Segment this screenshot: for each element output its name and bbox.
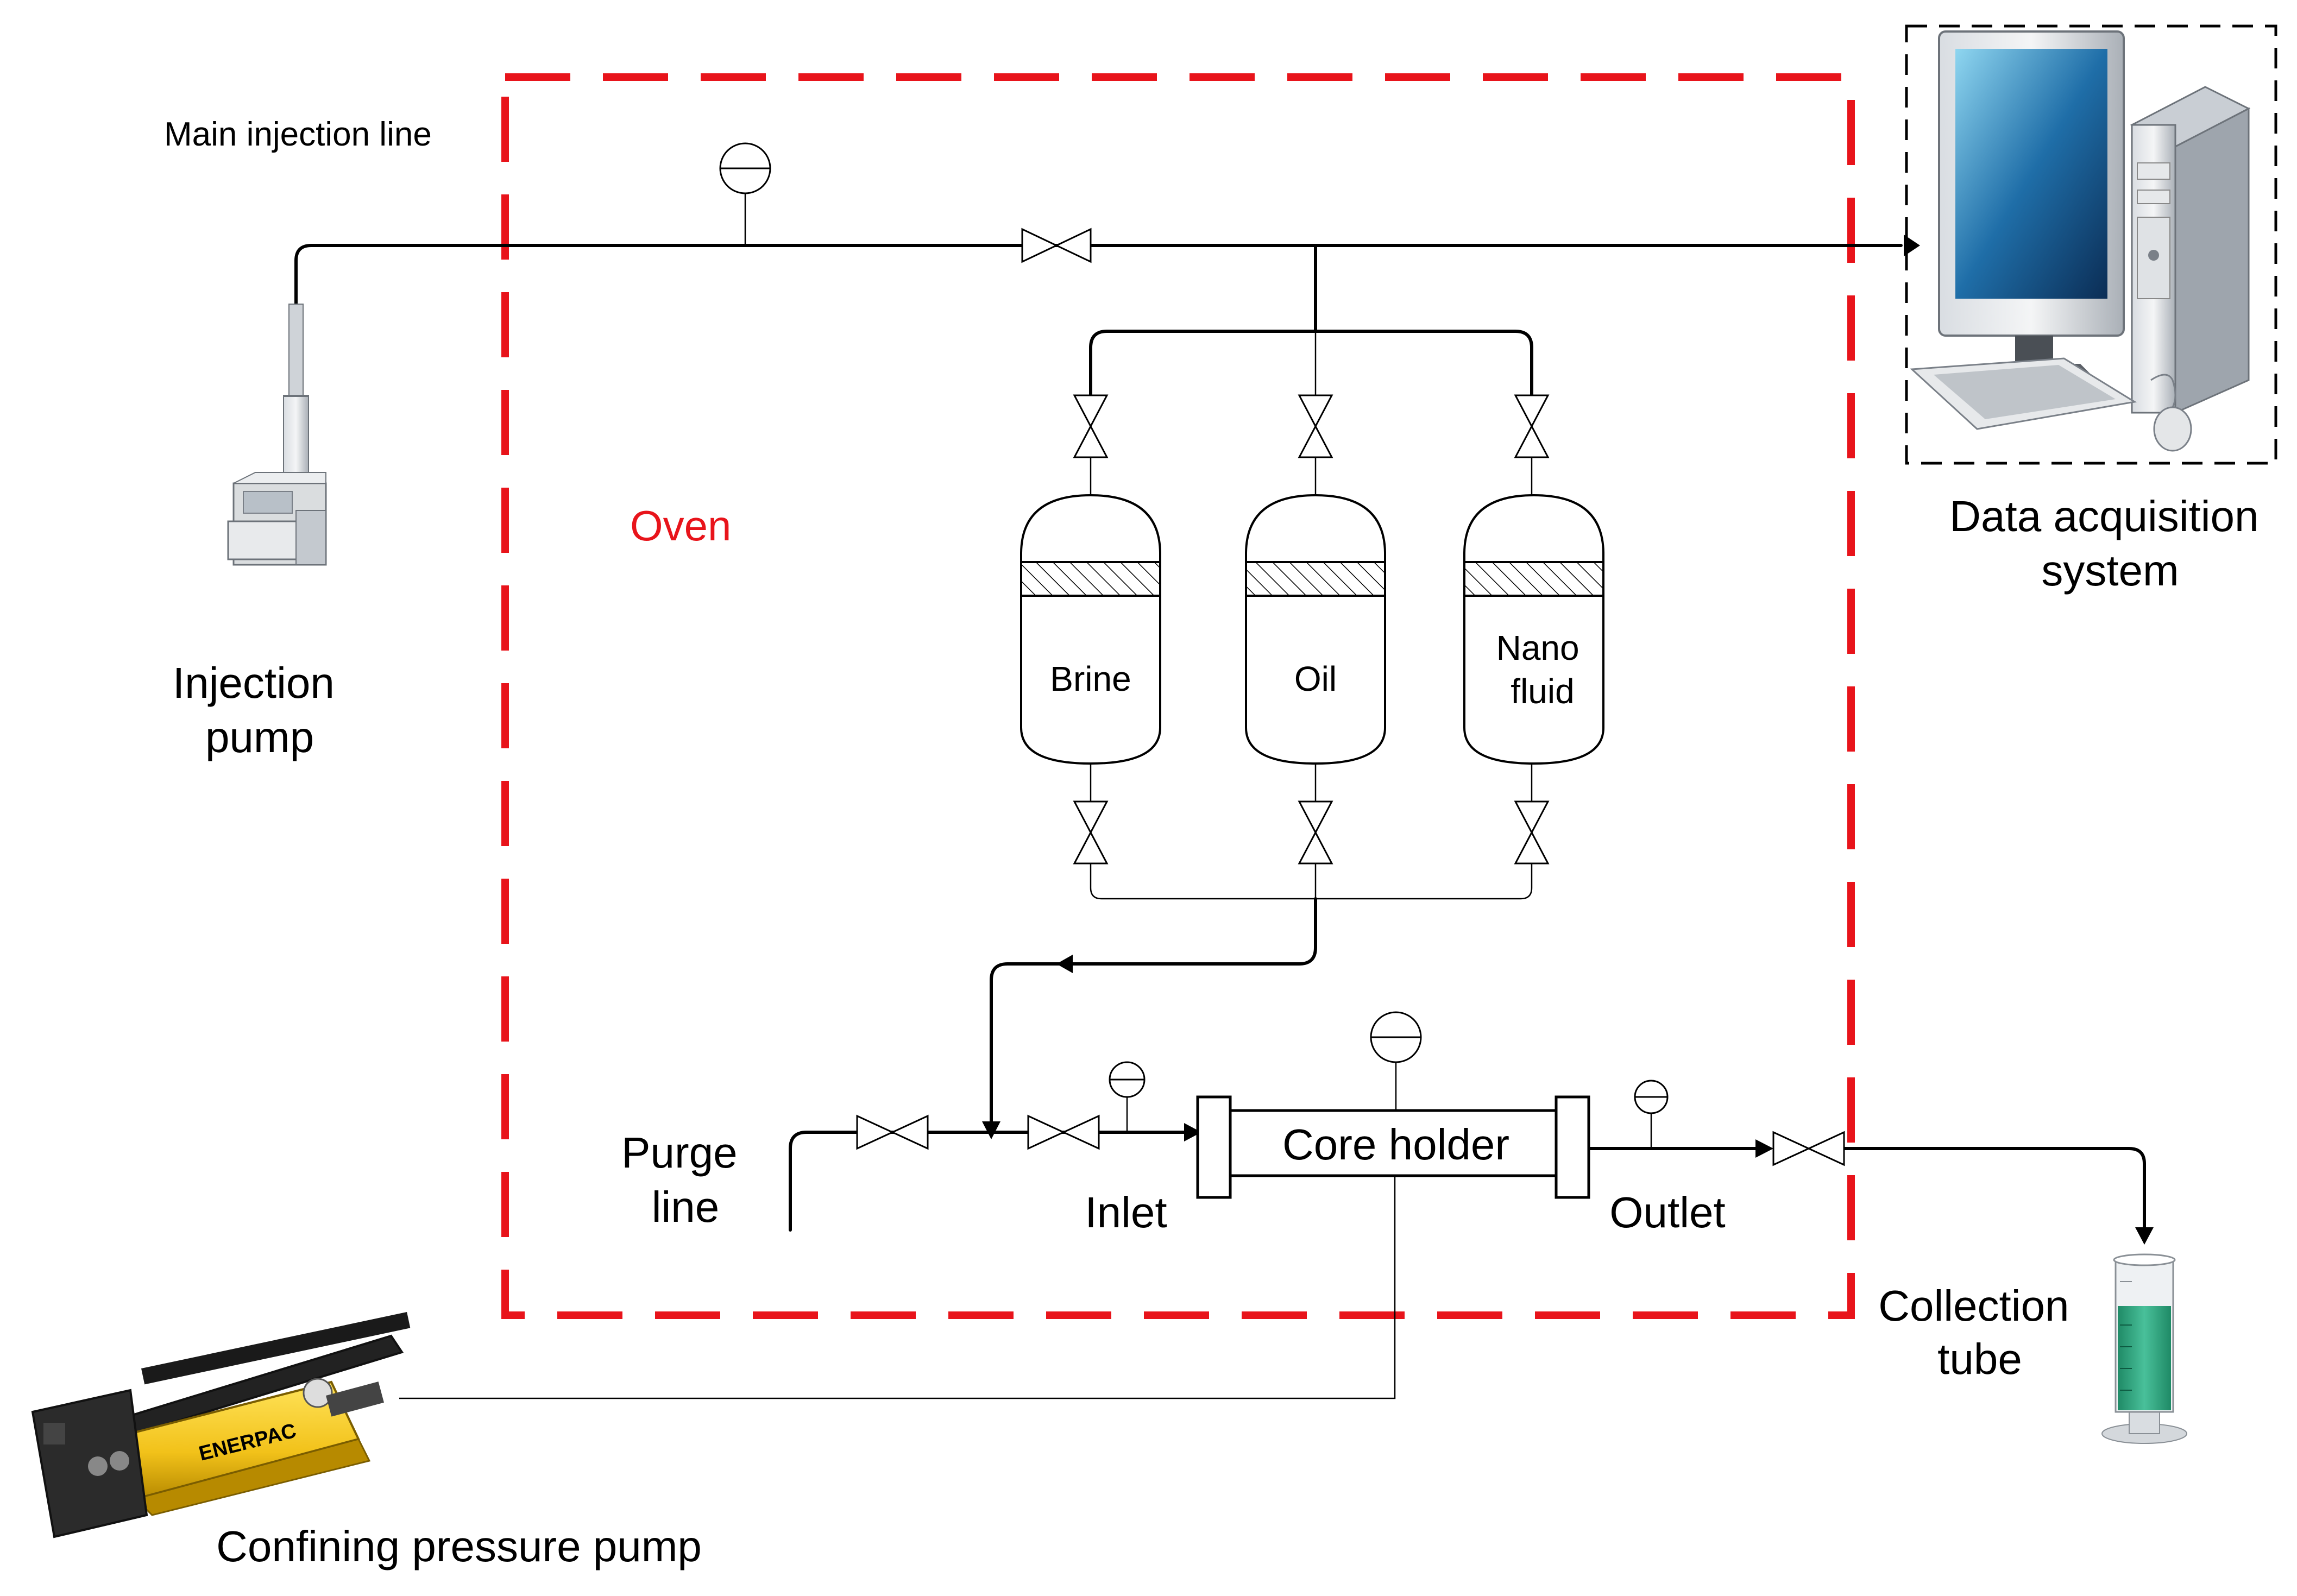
injection-pump-label: Injection pump: [173, 659, 347, 761]
pressure-gauge-icon: [719, 142, 771, 245]
valve-icon[interactable]: [1021, 228, 1092, 263]
data-acquisition-boundary: [1905, 24, 2277, 465]
purge-line-label: Purge line: [621, 1128, 750, 1231]
confining-pressure-pump-label: Confining pressure pump: [216, 1522, 702, 1570]
oven-boundary: [501, 73, 1855, 1319]
confining-pressure-line: [399, 1176, 1396, 1399]
valve-icon[interactable]: [1298, 800, 1333, 865]
oven-label: Oven: [630, 502, 731, 550]
data-acquisition-label: Data acquisition system: [1949, 492, 2270, 595]
brine-vessel: [1020, 494, 1161, 765]
nanofluid-label: Nano fluid: [1496, 628, 1589, 711]
valve-icon[interactable]: [1298, 394, 1333, 458]
collection-tube-label: Collection tube: [1878, 1282, 2081, 1383]
pressure-gauge-icon: [1634, 1080, 1669, 1149]
graduated-cylinder-icon: [2101, 1253, 2187, 1444]
inlet-label: Inlet: [1085, 1188, 1167, 1237]
pressure-gauge-icon: [1109, 1061, 1146, 1132]
main-injection-line-label: Main injection line: [164, 116, 432, 153]
feed-to-inlet: [990, 897, 1317, 1123]
main-injection-pipe: [294, 235, 1920, 306]
valve-icon[interactable]: [1027, 1114, 1100, 1150]
valve-icon[interactable]: [856, 1114, 929, 1150]
brine-label: Brine: [1050, 659, 1131, 698]
pressure-gauge-icon: [1370, 1011, 1422, 1111]
valve-icon[interactable]: [1772, 1131, 1845, 1166]
core-holder: [1196, 1095, 1590, 1199]
injection-pump-icon: [227, 304, 327, 566]
oil-label: Oil: [1294, 659, 1337, 698]
valve-icon[interactable]: [1514, 800, 1550, 865]
valve-icon[interactable]: [1073, 394, 1109, 458]
purge-inlet-pipe: [789, 1131, 1197, 1232]
nanofluid-vessel: [1463, 494, 1604, 765]
core-holder-label: Core holder: [1282, 1120, 1509, 1169]
valve-icon[interactable]: [1514, 394, 1550, 458]
top-manifold: [1089, 330, 1533, 397]
valve-icon[interactable]: [1073, 800, 1109, 865]
outlet-label: Outlet: [1609, 1188, 1725, 1237]
oil-vessel: [1245, 494, 1386, 765]
hand-pump-icon: ENERPAC: [31, 1312, 411, 1538]
computer-icon: [1910, 30, 2251, 452]
collection-pipe: [1834, 1147, 2146, 1237]
